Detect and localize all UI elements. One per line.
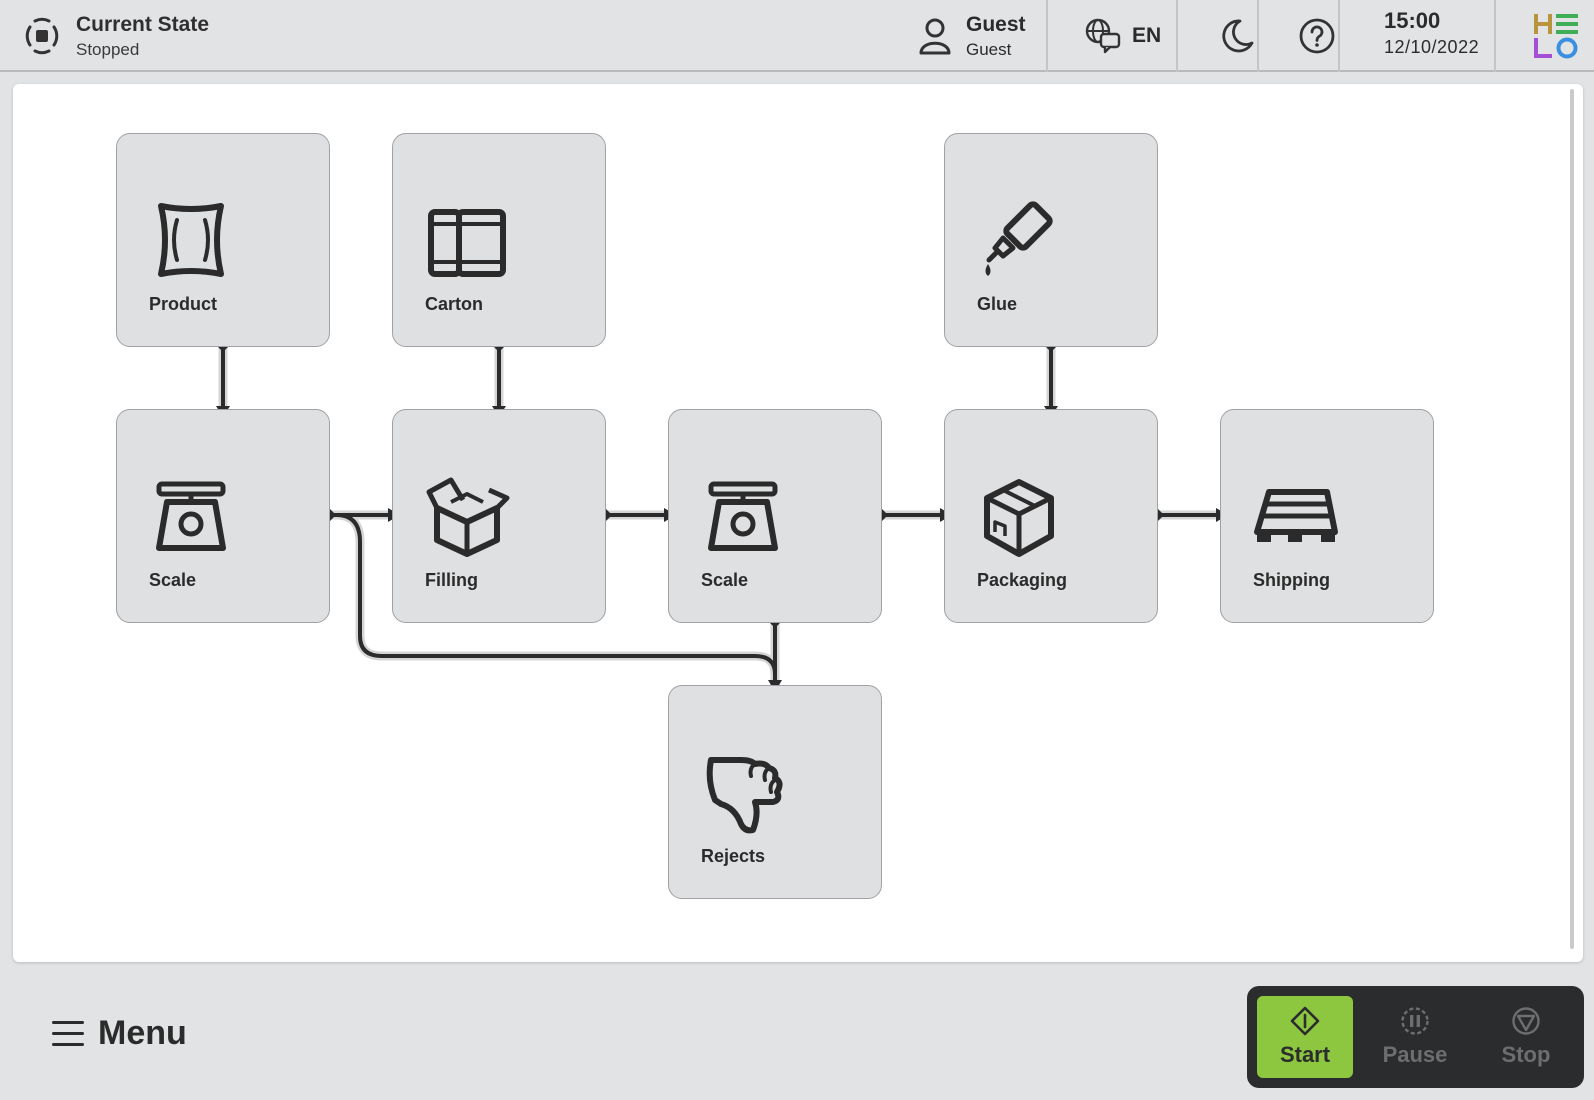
clock-date: 12/10/2022 (1384, 37, 1480, 57)
clock-time: 15:00 (1384, 8, 1441, 33)
node-product[interactable]: Product (116, 133, 330, 347)
pause-button[interactable]: Pause (1367, 996, 1463, 1078)
pallet-icon (1254, 489, 1338, 542)
node-scale-1[interactable]: Scale (116, 409, 330, 623)
node-scale-2[interactable]: Scale (668, 409, 882, 623)
machine-controls: Start Pause Stop (1247, 986, 1584, 1088)
node-filling[interactable]: Filling (392, 409, 606, 623)
header-divider (1338, 0, 1340, 72)
open-box-icon (426, 477, 510, 557)
current-state-title: Current State (76, 12, 210, 36)
user-role: Guest (966, 39, 1012, 59)
header-divider (1257, 0, 1259, 72)
helo-logo-icon (1534, 14, 1578, 59)
header-divider (1046, 0, 1048, 72)
canvas-scrollbar[interactable] (1570, 89, 1574, 949)
menu-label: Menu (98, 1014, 187, 1052)
header-divider (1176, 0, 1178, 72)
node-label: Scale (149, 570, 197, 590)
node-label: Packaging (977, 570, 1068, 590)
helo-logo (1532, 0, 1582, 72)
node-label: Scale (701, 570, 749, 590)
language-code: EN (1132, 24, 1162, 47)
box-icon (984, 479, 1054, 557)
node-label: Rejects (701, 846, 766, 866)
stop-label: Stop (1501, 1042, 1551, 1067)
pouch-icon (158, 203, 224, 277)
pause-circle-icon (1401, 1007, 1429, 1035)
moon-icon (1222, 19, 1254, 53)
node-glue[interactable]: Glue (944, 133, 1158, 347)
menu-button[interactable]: Menu (52, 1014, 187, 1053)
pause-label: Pause (1382, 1042, 1448, 1067)
node-packaging[interactable]: Packaging (944, 409, 1158, 623)
node-label: Filling (425, 570, 478, 590)
help-button[interactable] (1298, 0, 1336, 72)
stop-triangle-icon (1512, 1007, 1540, 1035)
stop-circle-icon (25, 17, 59, 55)
glue-bottle-icon (985, 201, 1053, 276)
theme-toggle[interactable] (1218, 0, 1256, 72)
node-label: Shipping (1253, 570, 1330, 590)
start-button[interactable]: Start (1257, 996, 1353, 1078)
current-state: Current State Stopped (22, 12, 209, 60)
user-menu[interactable]: Guest Guest (918, 0, 1026, 72)
language-selector[interactable]: EN (1084, 0, 1161, 72)
user-icon (919, 18, 951, 55)
start-diamond-icon (1290, 1006, 1320, 1036)
node-shipping[interactable]: Shipping (1220, 409, 1434, 623)
node-carton[interactable]: Carton (392, 133, 606, 347)
help-circle-icon (1299, 18, 1335, 54)
process-flow-canvas: Product Carton Glue Scale (13, 84, 1583, 962)
carton-icon (428, 209, 506, 277)
start-label: Start (1279, 1042, 1331, 1067)
current-state-value: Stopped (76, 39, 140, 59)
node-label: Carton (425, 294, 483, 314)
node-rejects[interactable]: Rejects (668, 685, 882, 899)
stop-button[interactable]: Stop (1478, 996, 1574, 1078)
top-bar: Current State Stopped Guest Guest EN (0, 0, 1594, 72)
header-divider (1494, 0, 1496, 72)
scale-icon (708, 481, 778, 551)
thumbs-down-icon (706, 757, 783, 834)
user-name: Guest (966, 12, 1026, 36)
scale-icon (156, 481, 226, 551)
hamburger-icon (52, 1020, 84, 1046)
globe-chat-icon (1085, 18, 1121, 54)
node-label: Glue (977, 294, 1018, 314)
clock: 15:00 12/10/2022 (1384, 0, 1479, 72)
node-label: Product (149, 294, 218, 314)
